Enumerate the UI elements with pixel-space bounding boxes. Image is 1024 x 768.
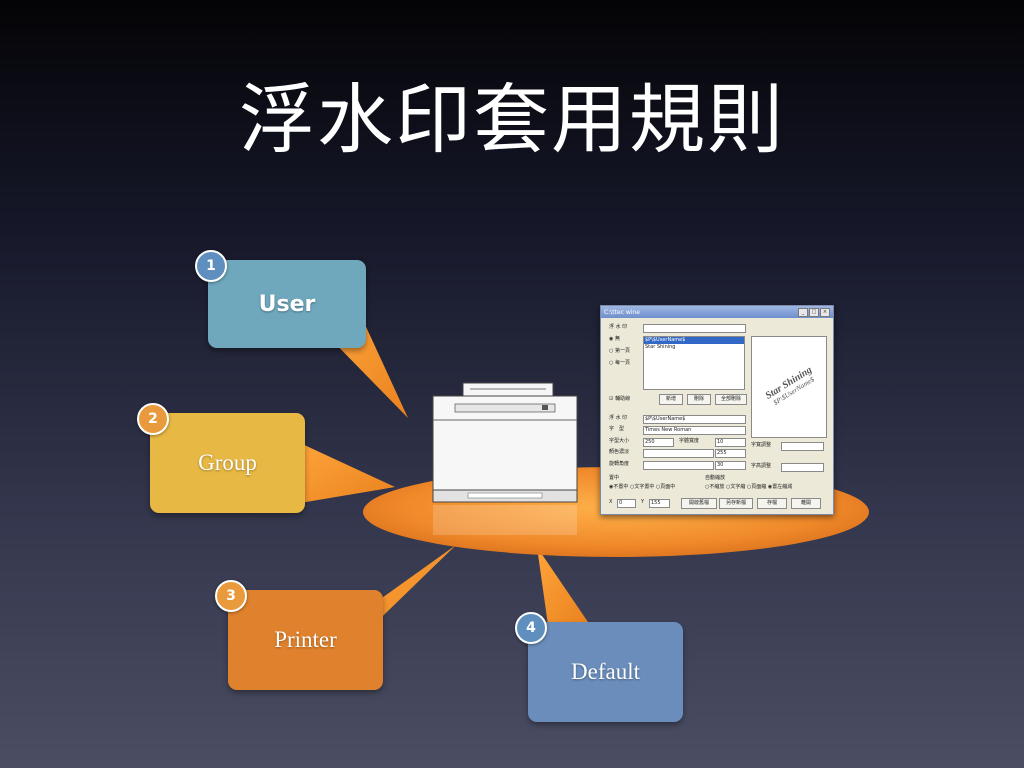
label-size: 字型大小 <box>609 438 630 444</box>
h-adjust-slider[interactable] <box>781 442 824 451</box>
label-center: 置中 <box>609 475 620 481</box>
color-value[interactable]: 255 <box>715 449 746 458</box>
option-each-page[interactable]: ○ 每一頁 <box>609 360 630 366</box>
connector-default <box>537 547 590 625</box>
rule-box-printer: Printer <box>228 590 383 690</box>
add-button[interactable]: 新增 <box>659 394 683 405</box>
font-select[interactable]: Times New Roman <box>643 426 746 435</box>
save-as-button[interactable]: 另存新檔 <box>719 498 753 509</box>
size-select[interactable]: 250 <box>643 438 674 447</box>
step-badge-3: 3 <box>215 580 247 612</box>
label-width: 字體寬度 <box>679 438 700 444</box>
angle-value[interactable]: 30 <box>715 461 746 470</box>
label-angle: 旋轉角度 <box>609 461 630 467</box>
label-font: 字 型 <box>609 426 625 432</box>
dialog-titlebar: C:\ttec wine _ □ × <box>601 306 833 318</box>
label-x: X <box>609 499 613 505</box>
v-adjust-slider[interactable] <box>781 463 824 472</box>
rule-label-default: Default <box>571 659 640 684</box>
step-badge-1: 1 <box>195 250 227 282</box>
delete-all-button[interactable]: 全部刪除 <box>715 394 747 405</box>
printer-illustration <box>432 382 578 535</box>
rule-box-default: Default <box>528 622 683 722</box>
close-icon[interactable]: × <box>820 307 830 317</box>
y-input[interactable]: 155 <box>649 499 670 508</box>
label-y: Y <box>641 499 645 505</box>
maximize-icon[interactable]: □ <box>809 307 819 317</box>
connector-group <box>300 443 395 503</box>
delete-button[interactable]: 刪除 <box>687 394 711 405</box>
watermark-preview: Star Shining $P\$UserName$ <box>751 336 827 438</box>
dialog-title: C:\ttec wine <box>604 308 640 316</box>
save-button[interactable]: 存檔 <box>757 498 787 509</box>
angle-slider[interactable] <box>643 461 714 470</box>
list-item[interactable]: Star Shining <box>645 344 676 350</box>
outline-checkbox[interactable]: ☑ 輔助線 <box>609 396 631 402</box>
label-h-adjust: 字寬調整 <box>751 442 772 448</box>
watermark-list[interactable]: $P\$UserName$ Star Shining <box>643 336 745 390</box>
scale-options[interactable]: ○不縮放 ○文字縮 ○頁面縮 ◉置左縮減 <box>705 484 793 490</box>
label-auto-scale: 自動縮放 <box>705 475 726 481</box>
label-v-adjust: 字高調整 <box>751 463 772 469</box>
rule-box-group: Group <box>150 413 305 513</box>
label-watermark-text: 浮 水 印 <box>609 415 628 421</box>
open-file-button[interactable]: 開啟舊檔 <box>681 498 717 509</box>
x-input[interactable]: 0 <box>617 499 636 508</box>
list-item[interactable]: $P\$UserName$ <box>644 337 744 344</box>
option-first-page[interactable]: ○ 第一頁 <box>609 348 630 354</box>
label-watermark: 浮 水 印 <box>609 324 628 330</box>
watermark-text-input[interactable]: $P\$UserName$ <box>643 415 746 424</box>
watermark-dialog: C:\ttec wine _ □ × 浮 水 印 ◉ 無 ○ 第一頁 ○ 每一頁… <box>600 305 834 515</box>
label-color: 顏色濃淡 <box>609 449 630 455</box>
center-options[interactable]: ◉不置中 ○文字置中 ○頁面中 <box>609 484 676 490</box>
rule-label-user: User <box>258 291 316 317</box>
watermark-input[interactable] <box>643 324 746 333</box>
exit-button[interactable]: 離開 <box>791 498 821 509</box>
rule-label-group: Group <box>198 450 257 475</box>
rule-box-user: User <box>208 260 366 348</box>
color-slider[interactable] <box>643 449 714 458</box>
minimize-icon[interactable]: _ <box>798 307 808 317</box>
width-select[interactable]: 10 <box>715 438 746 447</box>
rule-label-printer: Printer <box>274 627 337 652</box>
step-badge-4: 4 <box>515 612 547 644</box>
option-none[interactable]: ◉ 無 <box>609 336 620 342</box>
step-badge-2: 2 <box>137 403 169 435</box>
slide-title: 浮水印套用規則 <box>239 75 785 164</box>
